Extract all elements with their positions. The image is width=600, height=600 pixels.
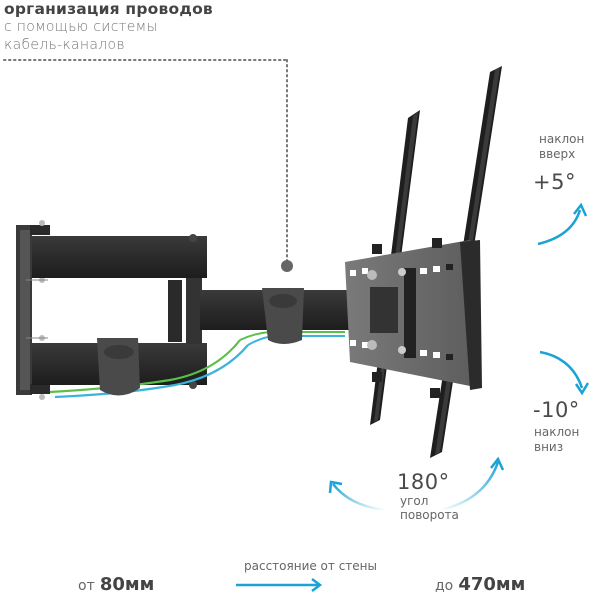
tilt-down-arrow-icon [539,350,590,396]
rotation-arrows-icon [328,456,505,512]
cable-blue [54,344,249,399]
rotation-label-line1: угол [400,494,429,508]
tilt-down-label-line1: наклон [534,425,580,439]
tilt-up-value: +5° [533,170,576,194]
tilt-down-value: -10° [533,398,580,422]
wall-plate [16,220,50,400]
hinge-post [186,278,202,344]
distance-arrow-icon [236,578,323,592]
tilt-up-label-line2: вверх [539,147,576,161]
hinge-post [168,280,182,342]
distance-to: до 470мм [435,574,525,595]
rotation-value: 180° [397,470,450,494]
distance-to-value: 470мм [458,574,526,595]
distance-from-prefix: от [78,578,95,594]
distance-from-value: 80мм [99,574,155,595]
swivel-block [370,287,398,333]
distance-to-prefix: до [435,578,454,594]
distance-from: от 80мм [78,574,154,595]
tilt-down-label-line2: вниз [534,440,564,454]
callout-leader-line [3,59,293,272]
callout-subtitle-line2: кабель-каналов [4,37,125,53]
tilt-up-label-line1: наклон [539,132,585,146]
rotation-label-line2: поворота [400,508,459,522]
tv-plate [345,240,482,390]
tilt-up-arrow-icon [537,202,588,246]
distance-caption: расстояние от стены [244,559,377,573]
callout-title: организация проводов [4,0,213,18]
upper-arm [32,236,207,278]
cable-green [49,339,241,394]
callout-subtitle-line1: с помощью системы [4,19,158,35]
